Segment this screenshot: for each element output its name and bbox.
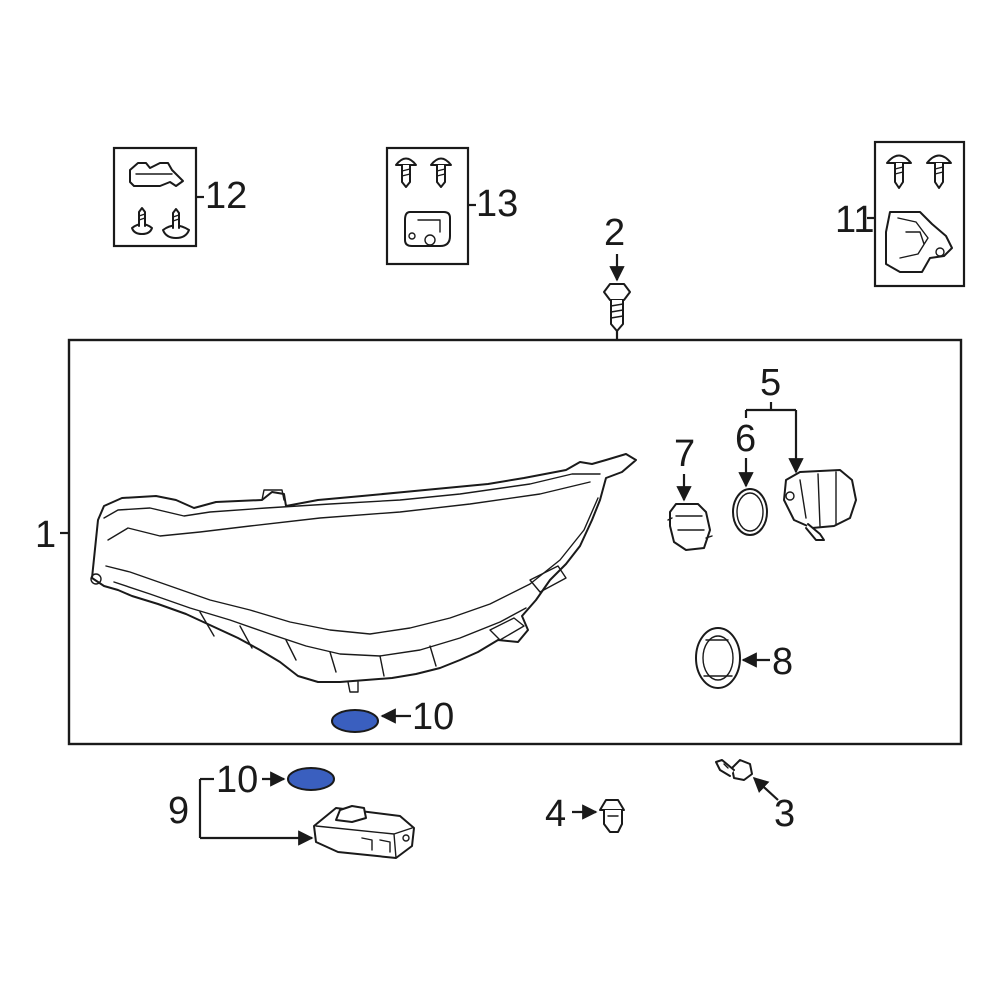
part-8-cover[interactable]: 8 xyxy=(695,627,793,689)
callout-arrow xyxy=(752,776,779,801)
callout-5: 5 xyxy=(760,362,781,404)
part-2-bolt[interactable]: 2 xyxy=(603,212,631,340)
led-bulb-module-icon xyxy=(783,469,857,541)
bracket-clip-icon xyxy=(129,162,184,187)
callout-4: 4 xyxy=(545,793,566,835)
part-9-ballast-group[interactable]: 9 10 xyxy=(168,759,415,859)
mounting-bracket-icon xyxy=(885,211,953,273)
screw-icon xyxy=(395,157,417,188)
o-ring-icon xyxy=(732,488,768,536)
callout-bracket xyxy=(746,402,796,472)
kit-box-11[interactable]: 11 xyxy=(835,140,966,288)
callout-3: 3 xyxy=(774,793,795,835)
part-7-socket[interactable]: 7 xyxy=(667,433,713,551)
part-3-bolt[interactable]: 3 xyxy=(715,759,795,835)
screw-icon xyxy=(926,154,952,189)
part-5-bulb[interactable]: 5 xyxy=(744,362,857,541)
callout-10-lower: 10 xyxy=(216,759,258,801)
kit-box-13[interactable]: 13 xyxy=(385,146,518,266)
callout-6: 6 xyxy=(735,418,756,460)
callout-9: 9 xyxy=(168,790,189,832)
bulb-socket-icon xyxy=(667,503,713,551)
part-6-o-ring[interactable]: 6 xyxy=(732,418,768,536)
part-10-seal[interactable]: 10 xyxy=(331,696,454,738)
part-4-clip[interactable]: 4 xyxy=(545,793,625,835)
screw-icon xyxy=(886,154,912,189)
screw-icon xyxy=(430,157,452,188)
callout-12: 12 xyxy=(205,175,247,217)
ballast-module-icon xyxy=(313,805,415,859)
callout-2: 2 xyxy=(604,212,625,254)
kit-box-12[interactable]: 12 xyxy=(112,146,247,248)
screw-icon xyxy=(131,207,153,235)
push-clip-icon xyxy=(599,799,625,833)
bolt-icon xyxy=(603,283,631,332)
callout-10-upper: 10 xyxy=(412,696,454,738)
headlamp-housing xyxy=(90,453,637,693)
callout-13: 13 xyxy=(476,183,518,225)
headlamp-assembly-box[interactable]: 1 10 7 xyxy=(35,338,963,746)
screw-icon xyxy=(162,208,190,239)
bolt-icon xyxy=(715,759,753,781)
seal-gasket-icon xyxy=(287,767,335,791)
socket-cover-icon xyxy=(695,627,741,689)
callout-7: 7 xyxy=(674,433,695,475)
seal-gasket-icon xyxy=(331,709,379,733)
callout-8: 8 xyxy=(772,641,793,683)
bracket-icon xyxy=(404,211,451,247)
callout-1: 1 xyxy=(35,514,56,556)
callout-11: 11 xyxy=(835,199,874,241)
